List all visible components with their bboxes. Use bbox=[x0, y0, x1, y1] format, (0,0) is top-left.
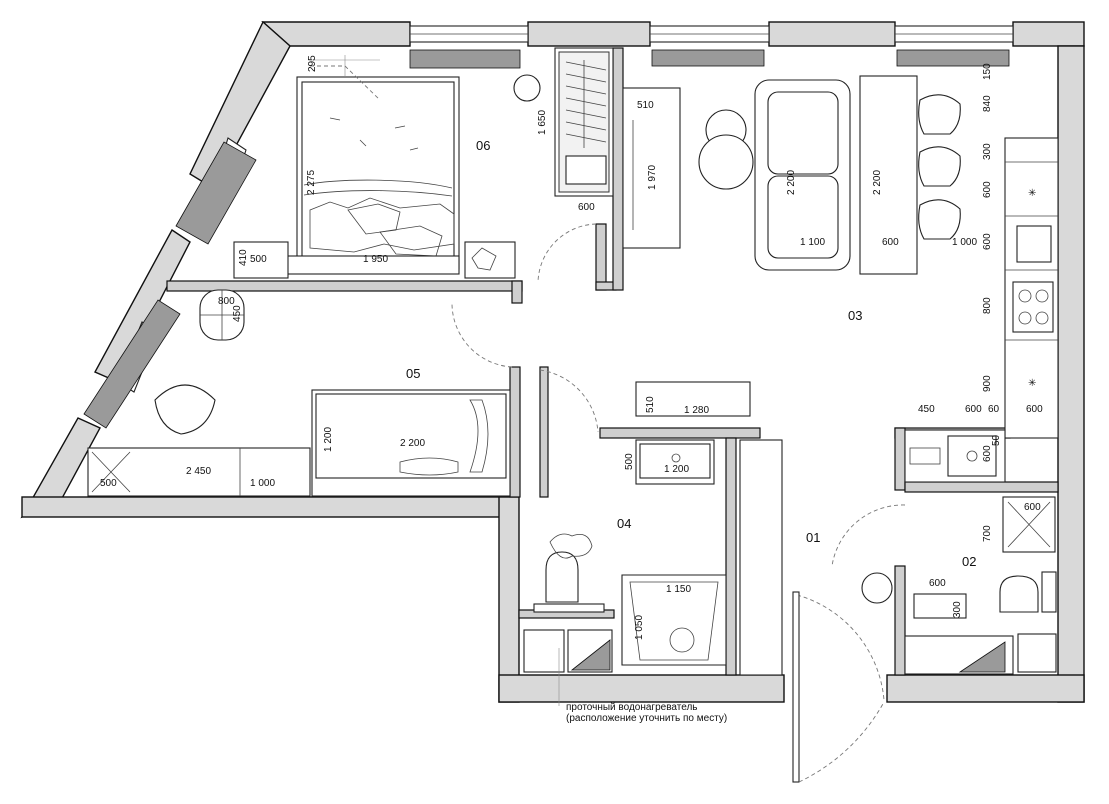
dimension-labels: 295 1 650 510 1 970 600 2 275 1 950 410 … bbox=[100, 55, 1043, 640]
dim-label: 1 150 bbox=[666, 584, 691, 595]
dim-label: 1 000 bbox=[952, 237, 977, 248]
dim-label: 1 100 bbox=[800, 237, 825, 248]
dim-label: 410 bbox=[238, 249, 249, 266]
dim-label: 900 bbox=[982, 375, 993, 392]
svg-text:✳: ✳ bbox=[1028, 188, 1036, 199]
dim-label: 1 200 bbox=[664, 464, 689, 475]
dim-label: 500 bbox=[250, 254, 267, 265]
bathroom-furniture bbox=[523, 381, 783, 676]
dim-label: 600 bbox=[578, 202, 595, 213]
dim-label: 1 650 bbox=[537, 110, 548, 135]
bedroom-furniture bbox=[233, 55, 541, 279]
room-label-05: 05 bbox=[406, 366, 420, 381]
dim-label: 1 280 bbox=[684, 405, 709, 416]
dim-label: 295 bbox=[307, 55, 318, 72]
water-heater-note: проточный водонагреватель (расположение … bbox=[558, 648, 727, 724]
dim-label: 300 bbox=[982, 143, 993, 160]
dim-label: 600 bbox=[965, 404, 982, 415]
dim-label: 510 bbox=[645, 396, 656, 413]
wardrobe bbox=[554, 47, 681, 249]
room-label-06: 06 bbox=[476, 138, 490, 153]
bar-chairs bbox=[918, 94, 961, 240]
room-labels: 01 02 03 04 05 06 bbox=[406, 138, 976, 569]
dim-label: 50 bbox=[991, 434, 1002, 446]
exterior-walls bbox=[20, 20, 1085, 703]
dim-label: 500 bbox=[624, 453, 635, 470]
dim-label: 600 bbox=[929, 578, 946, 589]
dim-label: 450 bbox=[918, 404, 935, 415]
living-furniture: ✳ ✳ bbox=[698, 75, 1059, 483]
dim-label: 510 bbox=[637, 100, 654, 111]
dim-label: 1 200 bbox=[323, 427, 334, 452]
dim-label: 600 bbox=[1026, 404, 1043, 415]
interior-walls bbox=[166, 47, 1059, 676]
wc-furniture bbox=[861, 496, 1057, 675]
svg-text:✳: ✳ bbox=[1028, 378, 1036, 389]
dim-label: 800 bbox=[982, 297, 993, 314]
dim-label: 600 bbox=[982, 233, 993, 250]
note-line-2: (расположение уточнить по месту) bbox=[566, 713, 727, 724]
dim-label: 1 000 bbox=[250, 478, 275, 489]
dim-label: 2 275 bbox=[306, 170, 317, 195]
dim-label: 500 bbox=[100, 478, 117, 489]
room-label-04: 04 bbox=[617, 516, 631, 531]
room-label-01: 01 bbox=[806, 530, 820, 545]
dim-label: 60 bbox=[988, 404, 1000, 415]
dim-label: 1 970 bbox=[647, 165, 658, 190]
dim-label: 600 bbox=[1024, 502, 1041, 513]
dim-label: 1 950 bbox=[363, 254, 388, 265]
room-label-03: 03 bbox=[848, 308, 862, 323]
room05-furniture bbox=[87, 289, 511, 497]
note-line-1: проточный водонагреватель bbox=[566, 702, 698, 713]
dim-label: 300 bbox=[952, 601, 963, 618]
dim-label: 600 bbox=[982, 445, 993, 462]
dim-label: 700 bbox=[982, 525, 993, 542]
room-label-02: 02 bbox=[962, 554, 976, 569]
dim-label: 2 200 bbox=[872, 170, 883, 195]
dim-label: 2 200 bbox=[400, 438, 425, 449]
radiators bbox=[83, 49, 1010, 429]
dim-label: 450 bbox=[232, 305, 243, 322]
dim-label: 600 bbox=[882, 237, 899, 248]
dim-label: 840 bbox=[982, 95, 993, 112]
dim-label: 600 bbox=[982, 181, 993, 198]
dim-label: 150 bbox=[982, 63, 993, 80]
dim-label: 1 050 bbox=[634, 615, 645, 640]
dim-label: 2 200 bbox=[786, 170, 797, 195]
dim-label: 800 bbox=[218, 296, 235, 307]
dim-label: 2 450 bbox=[186, 466, 211, 477]
